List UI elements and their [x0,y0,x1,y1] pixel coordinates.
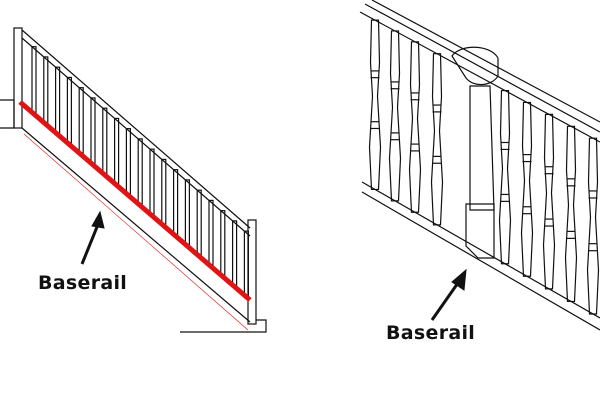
turned-baluster [408,41,422,213]
baserail-label-left: Baserail [38,272,128,294]
stair-string [21,127,251,323]
baluster [173,169,179,235]
baluster [113,117,120,185]
right-balustrade-closeup [359,0,600,331]
top-landing [180,319,267,333]
baluster [125,128,132,195]
baserail-highlight [18,100,252,302]
turned-baluster [542,113,556,290]
turned-baluster [430,53,444,226]
baluster [149,148,155,215]
baluster [184,179,190,245]
baluster [161,158,167,225]
baserail-label-right: Baserail [386,322,476,344]
top-handrail [359,0,600,143]
bottom-newel-post [13,27,23,129]
baluster [137,138,143,205]
newel-shaft [469,85,495,211]
baserail-closeup [361,181,600,331]
baluster [220,210,226,276]
baluster [54,66,61,134]
arrow-up-right-icon [80,210,105,265]
baluster [90,97,96,164]
left-balusters [31,46,249,296]
newel-cap [451,46,499,86]
turned-baluster [586,137,600,315]
baluster [102,107,108,174]
baluster [208,199,214,266]
baluster [232,220,238,286]
left-staircase-drawing [0,27,267,333]
turned-baluster [520,101,534,277]
arrow-up-right-icon [430,268,467,321]
baluster [196,189,202,256]
turned-baluster [498,89,512,265]
right-balusters [368,19,600,315]
baserail-guide-line [23,133,249,331]
baluster [66,76,73,144]
turned-baluster [388,30,402,202]
landing-step [0,99,15,129]
baluster [43,56,49,124]
baluster [31,46,37,113]
newel-base-block [465,203,495,259]
baluster [78,87,84,154]
turned-baluster [564,125,578,303]
turned-baluster [368,19,382,191]
